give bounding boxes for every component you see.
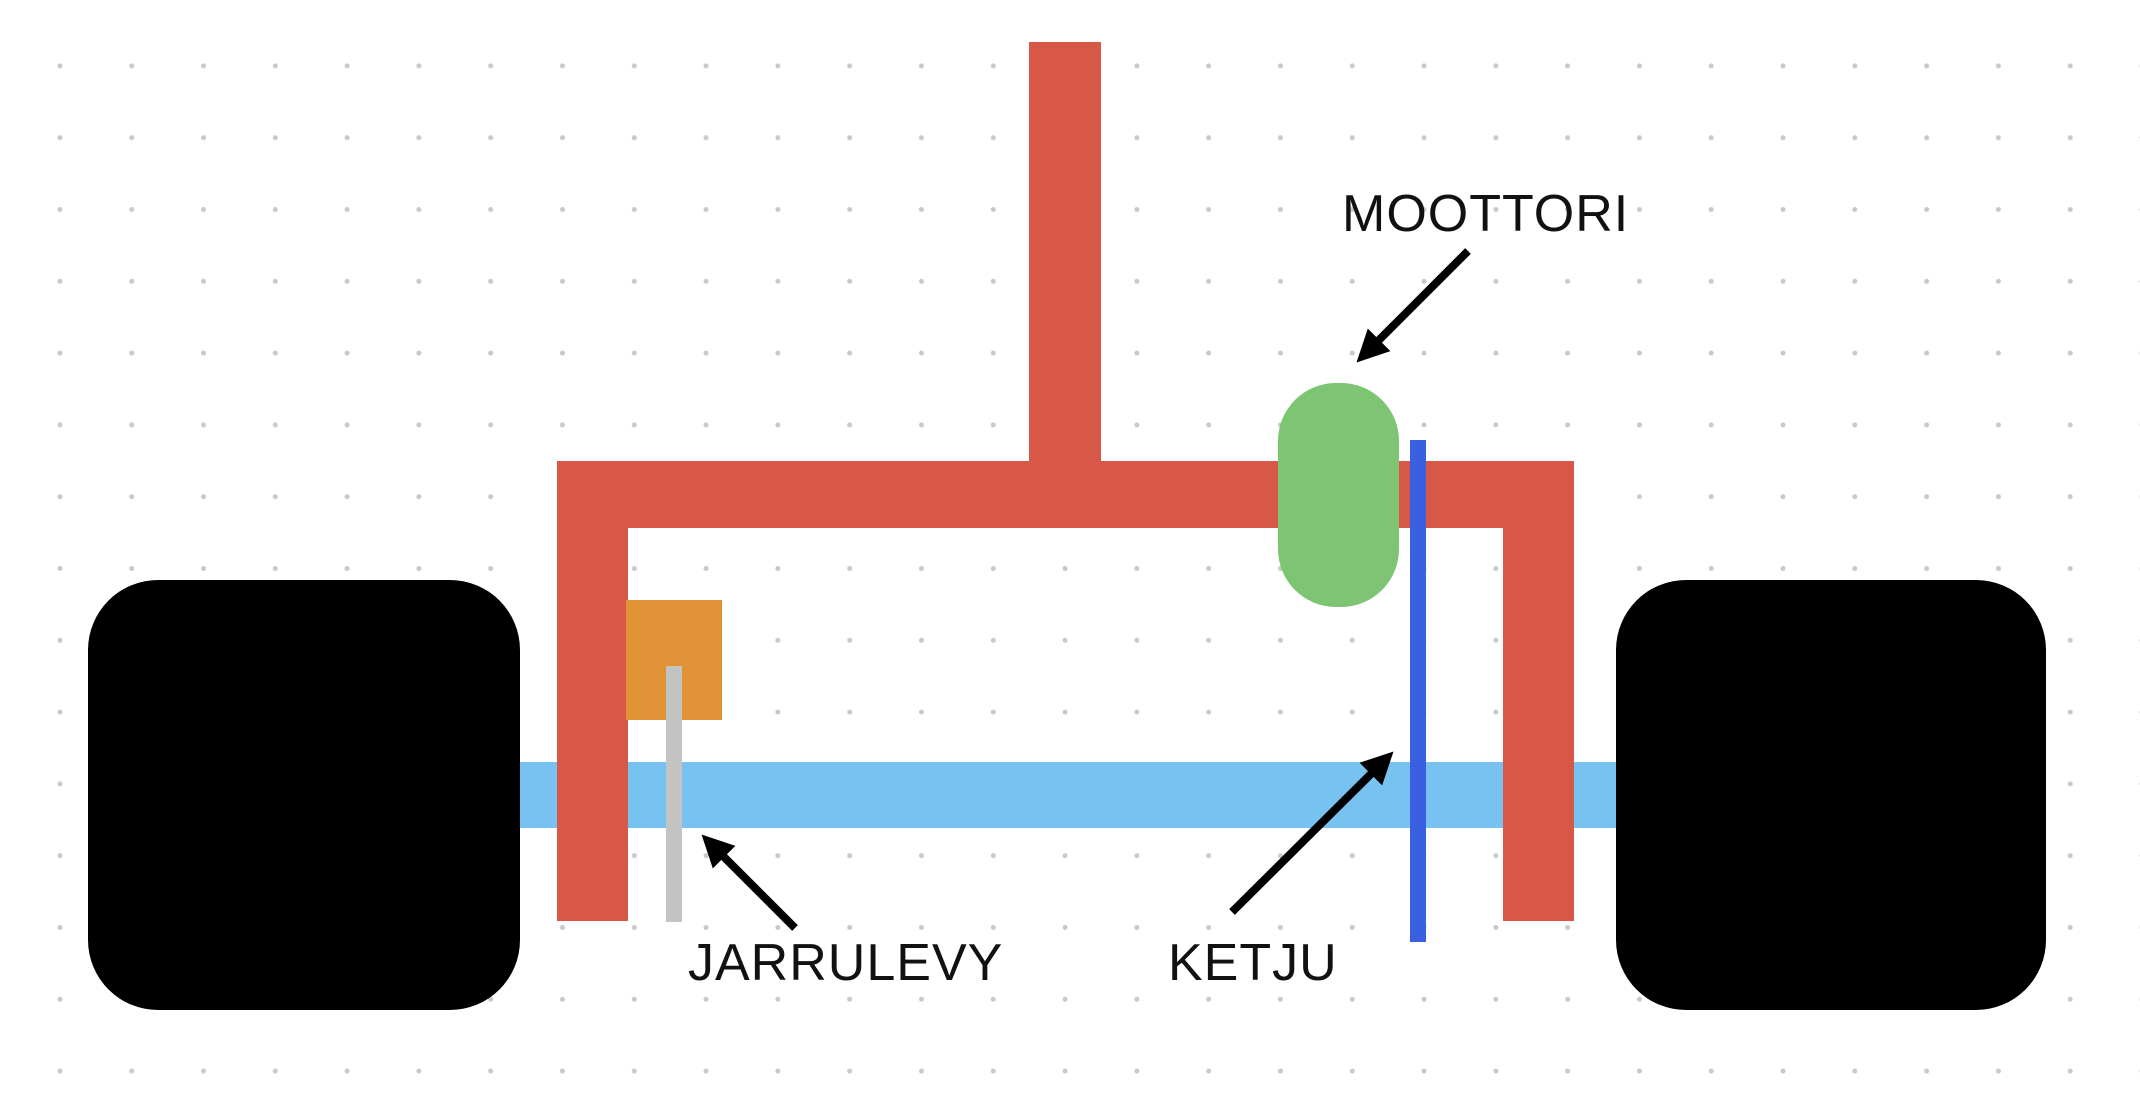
frame-right-leg: [1503, 461, 1574, 921]
left-wheel: [88, 580, 520, 1010]
brake-disc-label: JARRULEVY: [688, 934, 1004, 992]
frame-left-leg: [557, 461, 628, 921]
motor-arrow: [1356, 248, 1471, 363]
right-wheel: [1616, 580, 2046, 1010]
axle: [500, 762, 1630, 828]
chain: [1410, 440, 1426, 942]
frame-crossbar: [557, 461, 1574, 528]
motor-label: MOOTTORI: [1342, 185, 1630, 243]
brake-disc-arrow: [701, 834, 798, 931]
brake-disc: [666, 666, 682, 922]
motor: [1278, 383, 1399, 607]
frame-stem: [1029, 42, 1101, 472]
chain-label: KETJU: [1168, 934, 1338, 992]
